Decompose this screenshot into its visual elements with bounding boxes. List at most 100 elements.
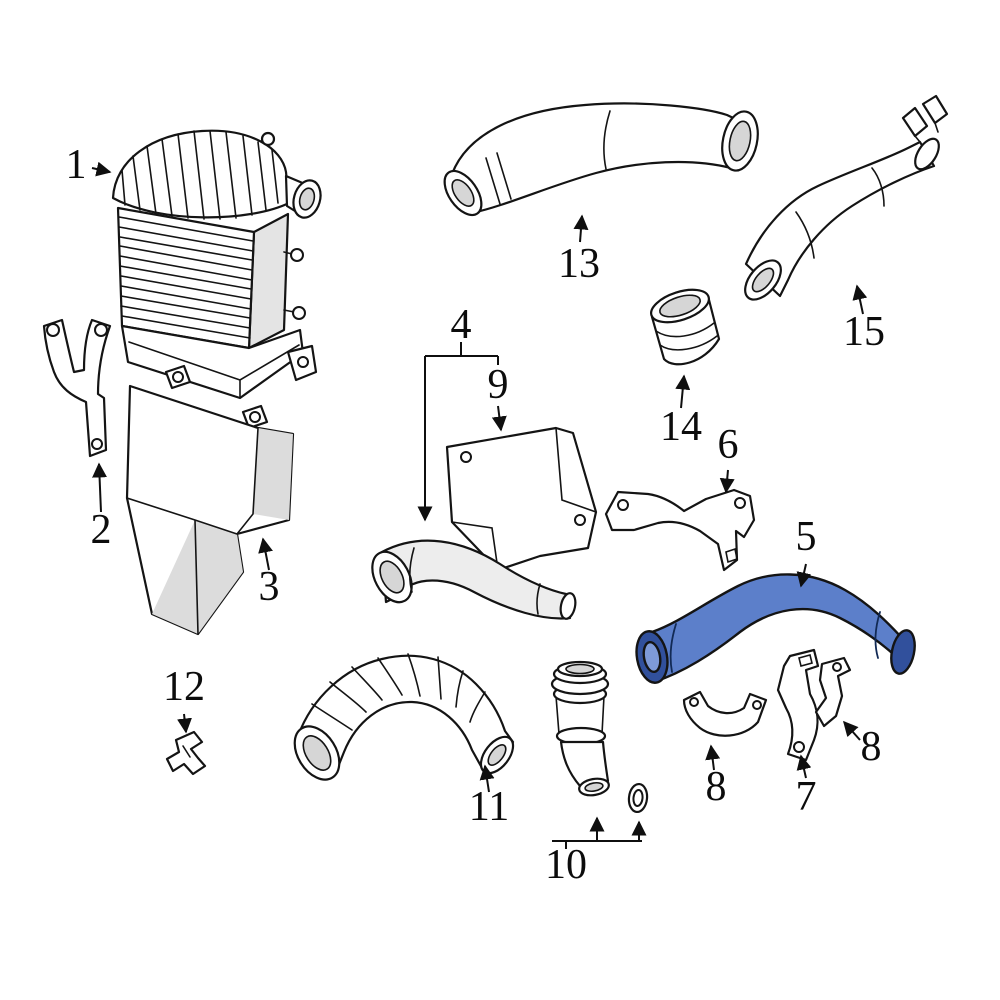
part-15-bulge-lines xyxy=(795,167,885,259)
callout-1: 1 xyxy=(66,142,87,188)
part-2-hole-bottom xyxy=(91,438,103,450)
part-8-clip-bracket-right xyxy=(814,656,852,728)
callout-8-right: 8 xyxy=(861,724,882,770)
part-8-left-outline xyxy=(682,690,768,737)
callout-6: 6 xyxy=(718,422,739,468)
part-12-detail xyxy=(182,745,191,758)
part-2-outline xyxy=(42,318,112,458)
part-10-o-ring-inner xyxy=(632,789,644,807)
arrow-5 xyxy=(796,563,812,588)
arrow-14 xyxy=(675,374,691,409)
part-15-body xyxy=(744,140,936,298)
part-13-clamp-marks xyxy=(485,110,611,205)
part-13-right-opening xyxy=(728,120,752,162)
part-1-tray-lip xyxy=(128,341,300,398)
part-12-outline xyxy=(165,730,207,776)
part-2-hole-left xyxy=(46,323,60,337)
part-14-coupler-sleeve xyxy=(650,288,721,366)
part-9-fold-lines xyxy=(451,427,597,571)
part-1-air-cleaner-assembly xyxy=(111,129,322,400)
part-5-body xyxy=(650,573,908,684)
part-11-right-opening xyxy=(487,744,507,766)
part-4-left-opening xyxy=(379,560,405,594)
part-6-hole-left xyxy=(617,499,629,511)
arrow-8a xyxy=(705,744,721,771)
part-4-clamp-marks xyxy=(409,547,541,615)
part-2-fork-bracket xyxy=(42,318,112,458)
arrow-7 xyxy=(796,754,812,779)
part-1-outlet-opening xyxy=(298,187,316,211)
part-3-shade-lower xyxy=(152,520,243,634)
part-9-shield-panel xyxy=(445,426,598,572)
part-3-tab-hole-right xyxy=(249,411,261,423)
part-15-bottom-opening xyxy=(751,267,775,293)
callout-5: 5 xyxy=(796,514,817,560)
callout-2: 2 xyxy=(91,507,112,553)
part-9-hole-bottom xyxy=(574,514,586,526)
part-8-left-hole-1 xyxy=(689,697,699,707)
callout-11: 11 xyxy=(469,784,509,830)
arrow-9 xyxy=(491,405,507,432)
part-6-outline xyxy=(604,488,756,572)
part-5-right-cap xyxy=(890,629,916,675)
part-8-strap-bracket-left xyxy=(682,690,768,737)
part-3-tab-hole-left xyxy=(172,371,184,383)
part-10-top-opening xyxy=(565,663,595,675)
part-4-right-rim xyxy=(559,592,577,620)
part-5-highlighted-hose xyxy=(635,573,916,684)
part-15-clip-prong-1 xyxy=(901,106,929,138)
part-2-hole-right xyxy=(94,323,108,337)
part-1-stud-hole-bottom xyxy=(292,306,306,320)
callout-leaders xyxy=(91,161,868,849)
arrow-3 xyxy=(258,537,273,571)
part-15-clip-links xyxy=(914,122,939,143)
part-4-lower-duct-hose xyxy=(371,539,577,620)
part-10-vertical-hose-assembly xyxy=(550,660,649,814)
part-1-cap-ribs xyxy=(121,130,279,220)
part-3-shade-right xyxy=(253,428,293,520)
arrow-11 xyxy=(479,764,495,793)
part-3-air-duct xyxy=(125,364,295,636)
part-12-clip xyxy=(165,730,207,776)
part-6-hole-right xyxy=(734,497,746,509)
part-8-left-hole-2 xyxy=(752,700,762,710)
callout-9: 9 xyxy=(488,362,509,408)
part-15-top-rim xyxy=(914,137,940,171)
arrow-8b xyxy=(843,720,861,741)
callout-8-left: 8 xyxy=(706,764,727,810)
part-10-bottom-opening xyxy=(584,781,604,793)
callout-14: 14 xyxy=(660,404,702,450)
part-14-opening xyxy=(659,294,701,318)
part-15-right-duct xyxy=(744,94,949,301)
part-11-corrugated-hose xyxy=(293,653,515,781)
part-7-outline xyxy=(776,648,820,762)
part-7-lower-bracket xyxy=(776,648,820,762)
part-6-foot-slot xyxy=(725,547,738,564)
part-8-right-hole xyxy=(832,662,842,672)
part-7-hole xyxy=(793,741,805,753)
part-10-neck-sides xyxy=(555,695,605,735)
callout-13: 13 xyxy=(558,241,600,287)
arrow-1 xyxy=(91,161,112,177)
part-6-mounting-bracket xyxy=(604,488,756,572)
arrow-6 xyxy=(719,469,735,494)
arrow-2 xyxy=(92,462,108,513)
part-15-clip-prong-2 xyxy=(921,94,949,125)
part-9-hole-top xyxy=(460,451,472,463)
part-5-clamp-marks xyxy=(669,611,881,673)
part-13-upper-hose xyxy=(443,102,759,217)
callout-10: 10 xyxy=(545,842,587,888)
callout-labels: 1 2 3 4 5 6 7 8 8 9 10 11 12 13 14 15 xyxy=(66,142,886,888)
arrow-12 xyxy=(177,713,192,734)
bracket-4 xyxy=(425,342,499,365)
part-1-foot-hole xyxy=(297,356,309,368)
callout-7: 7 xyxy=(796,774,817,820)
part-1-stud-hole-top xyxy=(290,248,304,262)
callout-15: 15 xyxy=(843,309,885,355)
part-13-body xyxy=(450,102,752,215)
part-11-left-opening xyxy=(302,735,332,771)
part-3-fold-lines xyxy=(126,427,259,635)
callout-12: 12 xyxy=(163,664,205,710)
